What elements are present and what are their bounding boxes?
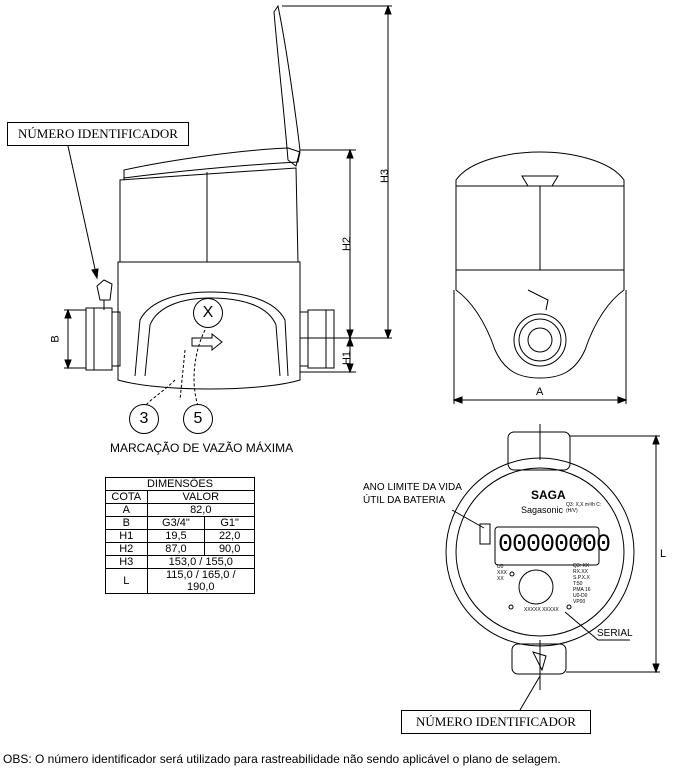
callout-3: 3 [129,404,159,434]
spec-right-4: PMA 16 [573,587,591,593]
dim-a: A [536,386,544,398]
front-view [452,151,628,404]
callout-x: X [193,298,223,328]
table-cell: H1 [105,529,148,543]
table-cell: 90,0 [204,542,255,556]
spec-left-2: XX [497,576,504,582]
side-view [64,4,392,407]
table-cell: A [105,503,148,517]
serial-label: SERIAL [597,628,633,639]
table-cell: 22,0 [204,529,255,543]
table-row: H2 87,0 90,0 [105,542,255,556]
spec-right-6: VP00 [573,599,586,605]
table-cell: G1" [204,516,255,530]
dimensions-table: DIMENSÕES COTA VALOR A 82,0 B G3/4" G1" … [105,477,256,594]
table-cell: 115,0 / 165,0 / 190,0 [146,568,256,594]
lcd-unit: m³ [577,537,586,544]
table-header-valor: VALOR [146,490,256,504]
table-cell: L [105,568,148,594]
id-number-label-top: NÚMERO IDENTIFICADOR [7,122,189,146]
table-row: L 115,0 / 165,0 / 190,0 [105,568,256,594]
max-flow-marking-label: MARCAÇÃO DE VAZÃO MÁXIMA [110,441,294,455]
table-header-cota: COTA [105,490,148,504]
table-cell: B [105,516,148,530]
table-row: B G3/4" G1" [105,516,255,530]
lcd-display: 00000000 [498,530,611,559]
top-view [445,424,660,711]
id-number-label-bottom: NÚMERO IDENTIFICADOR [401,710,591,734]
dim-h3: H3 [379,168,392,184]
serial-text: XXXXX XXXXX [524,607,559,613]
table-title: DIMENSÕES [105,477,255,491]
spec-right-3: T:50 [573,581,583,587]
table-cell: 82,0 [146,503,256,517]
table-row: H3 153,0 / 155,0 [105,555,256,569]
table-row: H1 19,5 22,0 [105,529,255,543]
table-cell: 19,5 [146,529,206,543]
spec-right-1: RX.XX [573,569,589,575]
dim-h1: H1 [341,350,354,366]
battery-year-label-2: ÚTIL DA BATERIA [363,495,446,506]
brand-label: SAGA [531,488,566,502]
battery-year-label-1: ANO LIMITE DA VIDA [363,482,462,493]
table-cell: 153,0 / 155,0 [146,555,256,569]
spec-right-2: S.P.X.X [573,575,590,581]
observation-note: OBS: O número identificador será utiliza… [3,752,561,766]
table-cell: 87,0 [146,542,206,556]
table-cell: H2 [105,542,148,556]
table-row: A 82,0 [105,503,256,517]
spec-left-1: XXX [497,570,508,576]
spec-right-0: Q3: XX [573,563,590,569]
dim-h2: H2 [341,236,354,252]
callout-5: 5 [183,404,213,434]
table-cell: G3/4" [146,516,206,530]
dim-b: B [49,335,62,343]
model-label: Sagasonic [521,505,564,515]
table-cell: H3 [105,555,148,569]
spec-left-0: U0 [497,564,504,570]
dim-l: L [660,548,667,560]
spec-right-5: U0-D0 [573,593,588,599]
spec-top: Q3: X,X m³/h C: (H/V) [566,502,602,514]
